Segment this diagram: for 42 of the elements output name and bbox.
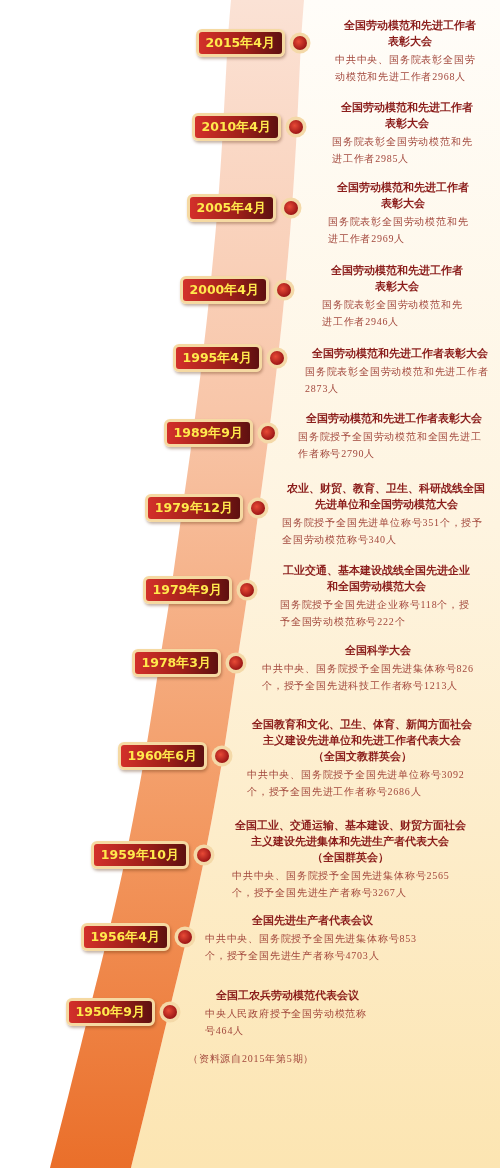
event-title: 农业、财贸、教育、卫生、科研战线全国先进单位和全国劳动模范大会	[286, 481, 486, 513]
date-badge: 2005年4月	[186, 194, 276, 222]
event-title: 全国劳动模范和先进工作者表彰大会	[340, 100, 474, 132]
event-title: 工业交通、基本建设战线全国先进企业和全国劳动模范大会	[281, 563, 471, 595]
event-description: 中央人民政府授予全国劳动模范称号464人	[205, 1007, 368, 1038]
event-title: 全国劳动模范和先进工作者表彰大会	[343, 18, 477, 50]
event-subtitle: （全国群英会）	[311, 850, 389, 866]
event-description: 中共中央、国务院授予全国先进集体称号826个，授予全国先进科技工作者称号1213人	[262, 662, 475, 693]
event-description: 国务院表彰全国劳动模范和先进工作者2873人	[305, 365, 490, 396]
event-title: 全国劳动模范和先进工作者表彰大会	[306, 411, 482, 427]
date-badge: 1956年4月	[80, 923, 170, 951]
date-badge: 1979年9月	[142, 576, 232, 604]
event-subtitle: （全国文教群英会）	[312, 749, 412, 765]
event-description: 国务院表彰全国劳动模范和先进工作者2946人	[322, 298, 464, 329]
date-badge: 2000年4月	[179, 276, 269, 304]
event-title: 全国先进生产者代表会议	[252, 913, 373, 929]
event-description: 国务院表彰全国劳动模范和先进工作者2969人	[328, 215, 470, 246]
event-title: 全国教育和文化、卫生、体育、新闻方面社会主义建设先进单位和先进工作者代表大会	[251, 717, 473, 749]
event-description: 中共中央、国务院授予全国先进集体称号853个，授予全国先进生产者称号4703人	[205, 932, 418, 963]
date-badge: 1978年3月	[131, 649, 221, 677]
date-badge: 1960年6月	[117, 742, 207, 770]
date-badge: 2010年4月	[191, 113, 281, 141]
date-badge: 1979年12月	[144, 494, 243, 522]
event-title: 全国劳动模范和先进工作者表彰大会	[336, 180, 470, 212]
date-badge: 1995年4月	[172, 344, 262, 372]
source-note: （资料源自2015年第5期）	[188, 1052, 315, 1066]
event-title: 全国劳动模范和先进工作者表彰大会	[330, 263, 464, 295]
event-title: 全国劳动模范和先进工作者表彰大会	[312, 346, 488, 362]
event-description: 中共中央、国务院授予全国先进集体称号2565个，授予全国先进生产者称号3267人	[232, 869, 451, 900]
event-title: 全国科学大会	[345, 643, 411, 659]
event-description: 国务院表彰全国劳动模范和先进工作者2985人	[332, 135, 474, 166]
event-description: 国务院授予全国劳动模范和全国先进工作者称号2790人	[298, 430, 483, 461]
event-description: 中共中央、国务院授予全国先进单位称号3092个，授予全国先进工作者称号2686人	[247, 768, 466, 799]
event-title: 全国工农兵劳动模范代表会议	[216, 988, 359, 1004]
date-badge: 1950年9月	[65, 998, 155, 1026]
date-badge: 2015年4月	[195, 29, 285, 57]
event-description: 国务院授予全国先进企业称号118个，授予全国劳动模范称号222个	[280, 598, 471, 629]
date-badge: 1989年9月	[163, 419, 253, 447]
event-description: 中共中央、国务院表彰全国劳动模范和先进工作者2968人	[335, 53, 477, 84]
date-badge: 1959年10月	[90, 841, 189, 869]
event-description: 国务院授予全国先进单位称号351个，授予全国劳动模范称号340人	[282, 516, 484, 547]
event-title: 全国工业、交通运输、基本建设、财贸方面社会主义建设先进集体和先进生产者代表大会	[233, 818, 467, 850]
